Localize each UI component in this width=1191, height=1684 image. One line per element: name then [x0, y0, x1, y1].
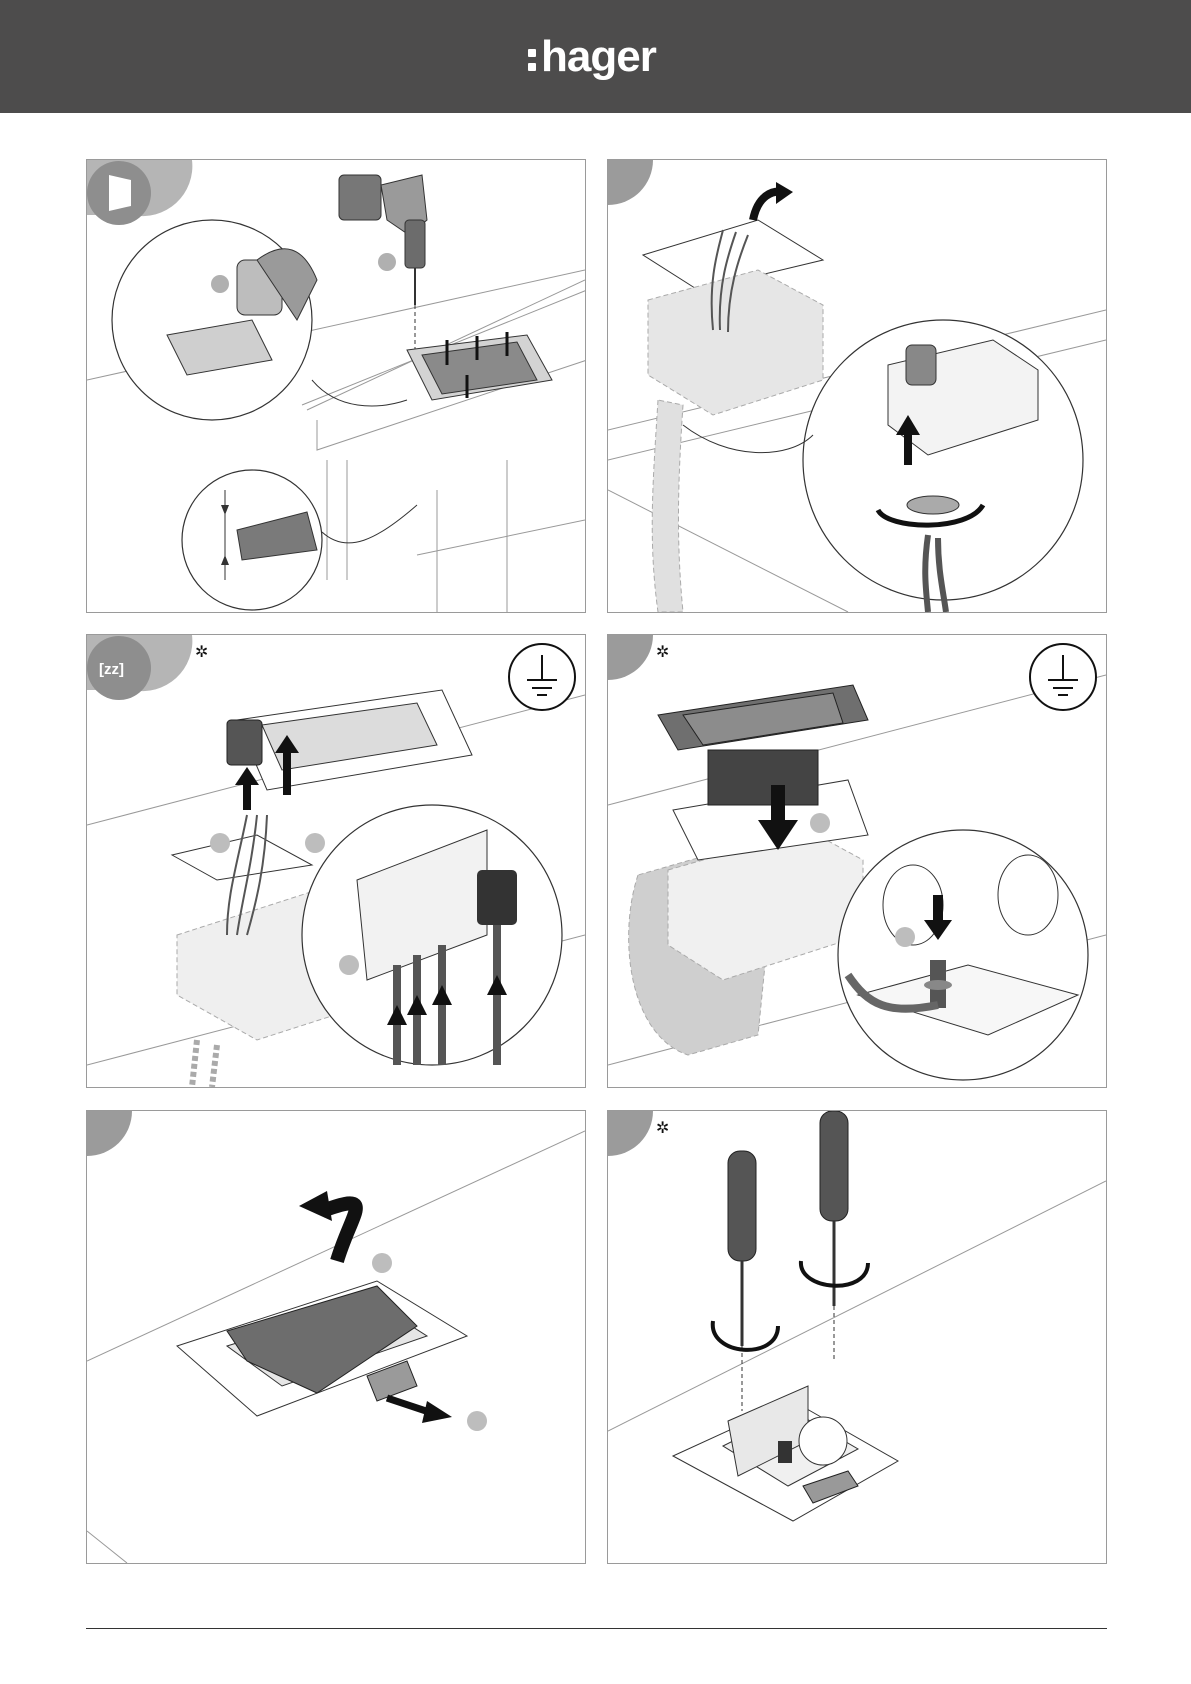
logo-dots-icon: [528, 49, 536, 71]
screwdriver-icon: [728, 1111, 848, 1411]
step-badge: [608, 160, 653, 205]
panel-junction-box: [607, 159, 1107, 613]
ghost-junction-box: [648, 270, 823, 415]
jigsaw-zoom: [112, 220, 407, 420]
svg-text:✲: ✲: [656, 1118, 669, 1137]
hager-logo: hager: [528, 32, 656, 82]
thickness-gauge-icon: [182, 470, 417, 610]
panel-connect-socket: [zz] ✲: [86, 634, 586, 1088]
rotate-icon: [907, 496, 959, 514]
svg-text:✲: ✲: [656, 642, 669, 661]
panel-insert-ground: ✲: [607, 634, 1107, 1088]
step-badge: [608, 1111, 653, 1156]
page-header: hager: [0, 0, 1191, 113]
svg-text:[zz]: [zz]: [99, 661, 124, 678]
panel-cutout-drill: [86, 159, 586, 613]
rotate-icon: [713, 1321, 778, 1350]
panel-fix-screws: ✲: [607, 1110, 1107, 1564]
panel-open-lid: [86, 1110, 586, 1564]
mounting-template: [407, 332, 552, 400]
drill-icon: [339, 175, 427, 360]
footer-rule: [86, 1628, 1107, 1629]
svg-text:✲: ✲: [195, 642, 208, 661]
step-badge: [87, 1111, 132, 1156]
step-badge: [608, 635, 653, 680]
wiring-zoom: [302, 805, 562, 1065]
ground-screw-zoom: [838, 830, 1088, 1080]
ground-symbol-icon: [509, 644, 575, 710]
brand-name: hager: [541, 32, 656, 82]
ground-symbol-icon: [1030, 644, 1096, 710]
cable-gland-icon: [906, 345, 936, 385]
